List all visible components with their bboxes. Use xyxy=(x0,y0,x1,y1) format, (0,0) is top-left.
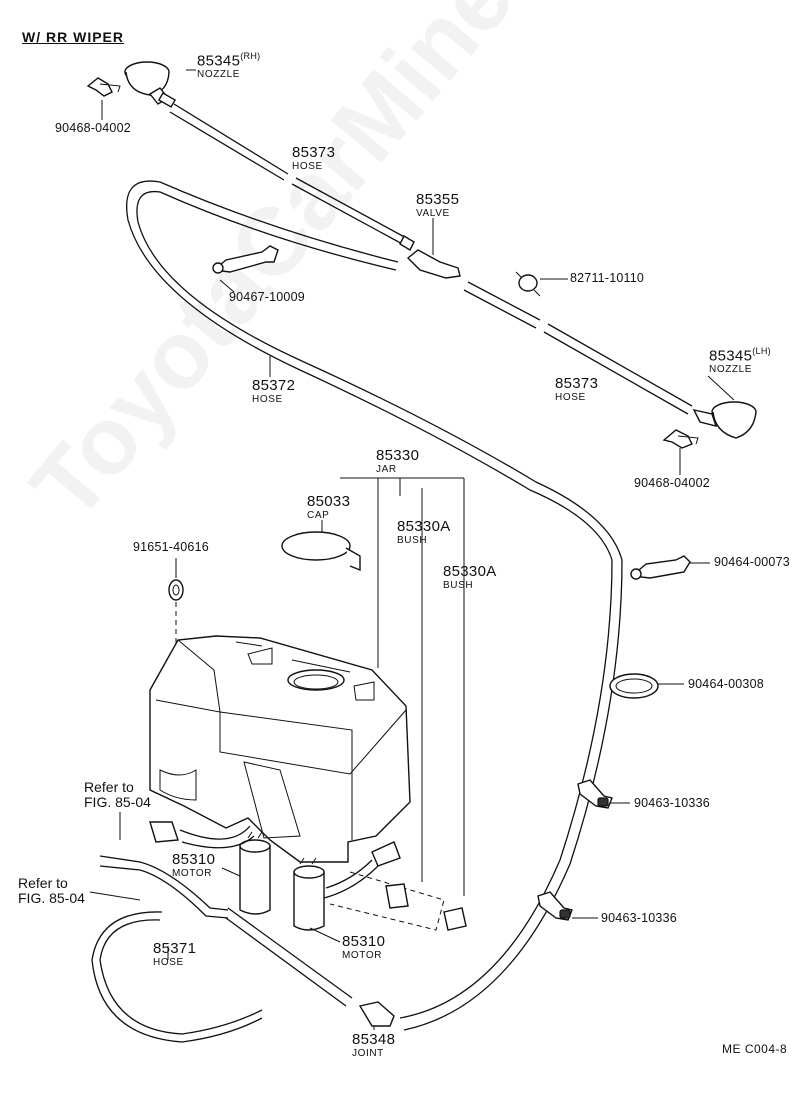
clip-90463-a-part xyxy=(577,779,613,809)
bolt-91651-part xyxy=(168,579,184,601)
label-clamp-82711: 82711-10110 xyxy=(570,271,645,285)
motor-2-part xyxy=(293,857,325,931)
label-jar: 85330 JAR xyxy=(376,447,420,475)
clip-rh-part xyxy=(86,77,121,97)
label-nozzle-rh: 85345(RH) NOZZLE xyxy=(197,51,261,81)
clamp-90467-part xyxy=(212,245,279,274)
label-clip-90463-a: 90463-10336 xyxy=(634,796,710,810)
clip-90463-b-part xyxy=(537,891,573,921)
valve-part xyxy=(399,235,461,279)
jar-part xyxy=(149,635,411,863)
label-motor-2: 85310 MOTOR xyxy=(342,933,386,961)
clamp-90464-00308-part xyxy=(609,673,659,699)
label-hose-85372: 85372 HOSE xyxy=(252,377,296,405)
label-nozzle-lh: 85345(LH) NOZZLE xyxy=(709,346,771,376)
label-clip-lh: 90468-04002 xyxy=(634,476,710,490)
label-hose-85371: 85371 HOSE xyxy=(153,940,197,968)
label-cap: 85033 CAP xyxy=(307,493,351,521)
label-motor-1: 85310 MOTOR xyxy=(172,851,216,879)
label-clamp-90464-00073: 90464-00073 xyxy=(714,555,790,569)
label-valve: 85355 VALVE xyxy=(416,191,460,219)
label-bolt-91651: 91651-40616 xyxy=(133,540,209,554)
label-clamp-90464-00308: 90464-00308 xyxy=(688,677,764,691)
motor-1-part xyxy=(239,831,271,915)
nozzle-lh-part xyxy=(692,401,757,439)
label-clamp-90467: 90467-10009 xyxy=(229,290,305,304)
cap-part xyxy=(281,531,361,572)
label-joint: 85348 JOINT xyxy=(352,1031,396,1059)
label-clip-rh: 90468-04002 xyxy=(55,121,131,135)
label-clip-90463-b: 90463-10336 xyxy=(601,911,677,925)
label-bush-1: 85330A BUSH xyxy=(397,518,451,546)
label-bush-2: 85330A BUSH xyxy=(443,563,497,591)
joint-part xyxy=(358,1001,395,1027)
nozzle-rh-part xyxy=(124,61,177,108)
diagram-title: W/ RR WIPER xyxy=(22,29,124,45)
clip-lh-part xyxy=(662,429,699,449)
clamp-82711-part xyxy=(515,271,541,297)
clamp-90464-00073-part xyxy=(630,555,691,580)
label-hose-85373-top: 85373 HOSE xyxy=(292,144,336,172)
diagram-code: ME C004-8 xyxy=(722,1042,788,1056)
label-hose-85373-right: 85373 HOSE xyxy=(555,375,599,403)
